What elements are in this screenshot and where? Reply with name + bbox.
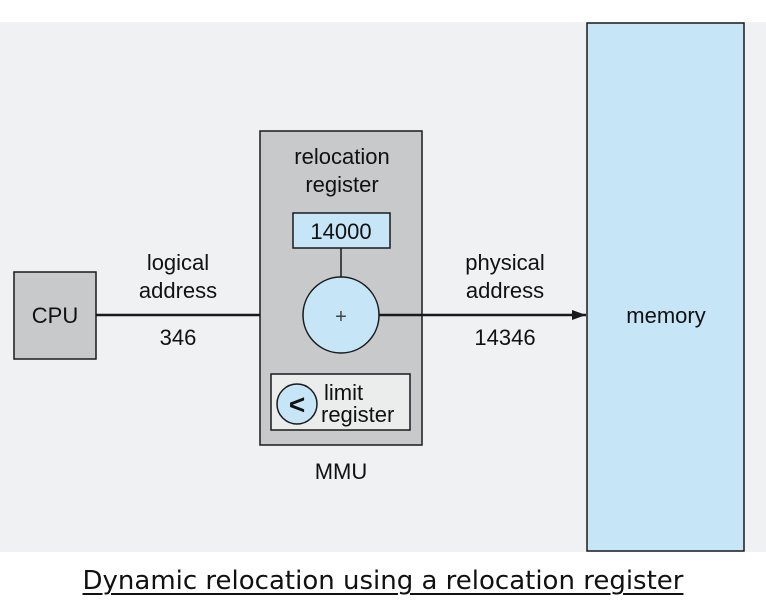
physical-address-value: 14346 [474,325,535,350]
cpu-label: CPU [32,303,78,328]
comparator-circle [276,383,318,425]
adder-plus-symbol: + [335,306,347,328]
mmu-label: MMU [315,459,368,484]
figure-caption: Dynamic relocation using a relocation re… [82,566,684,596]
cpu-box [13,271,97,360]
memory-label: memory [626,303,705,328]
limit-register-label-line2: register [321,402,394,427]
memory-box [586,22,745,552]
logical-address-label-line1: logical [147,250,209,275]
relocation-register-label-line1: relocation [294,144,389,169]
relocation-register-box [292,212,391,249]
logical-address-label-line2: address [139,278,217,303]
relocation-register-label-line2: register [305,172,378,197]
logical-address-value: 346 [160,325,197,350]
relocation-register-value: 14000 [310,219,371,244]
limit-register-label-line1: limit [324,380,363,405]
comparator-less-than-symbol: < [289,389,305,420]
physical-address-label-line1: physical [465,250,544,275]
physical-address-label-line2: address [466,278,544,303]
